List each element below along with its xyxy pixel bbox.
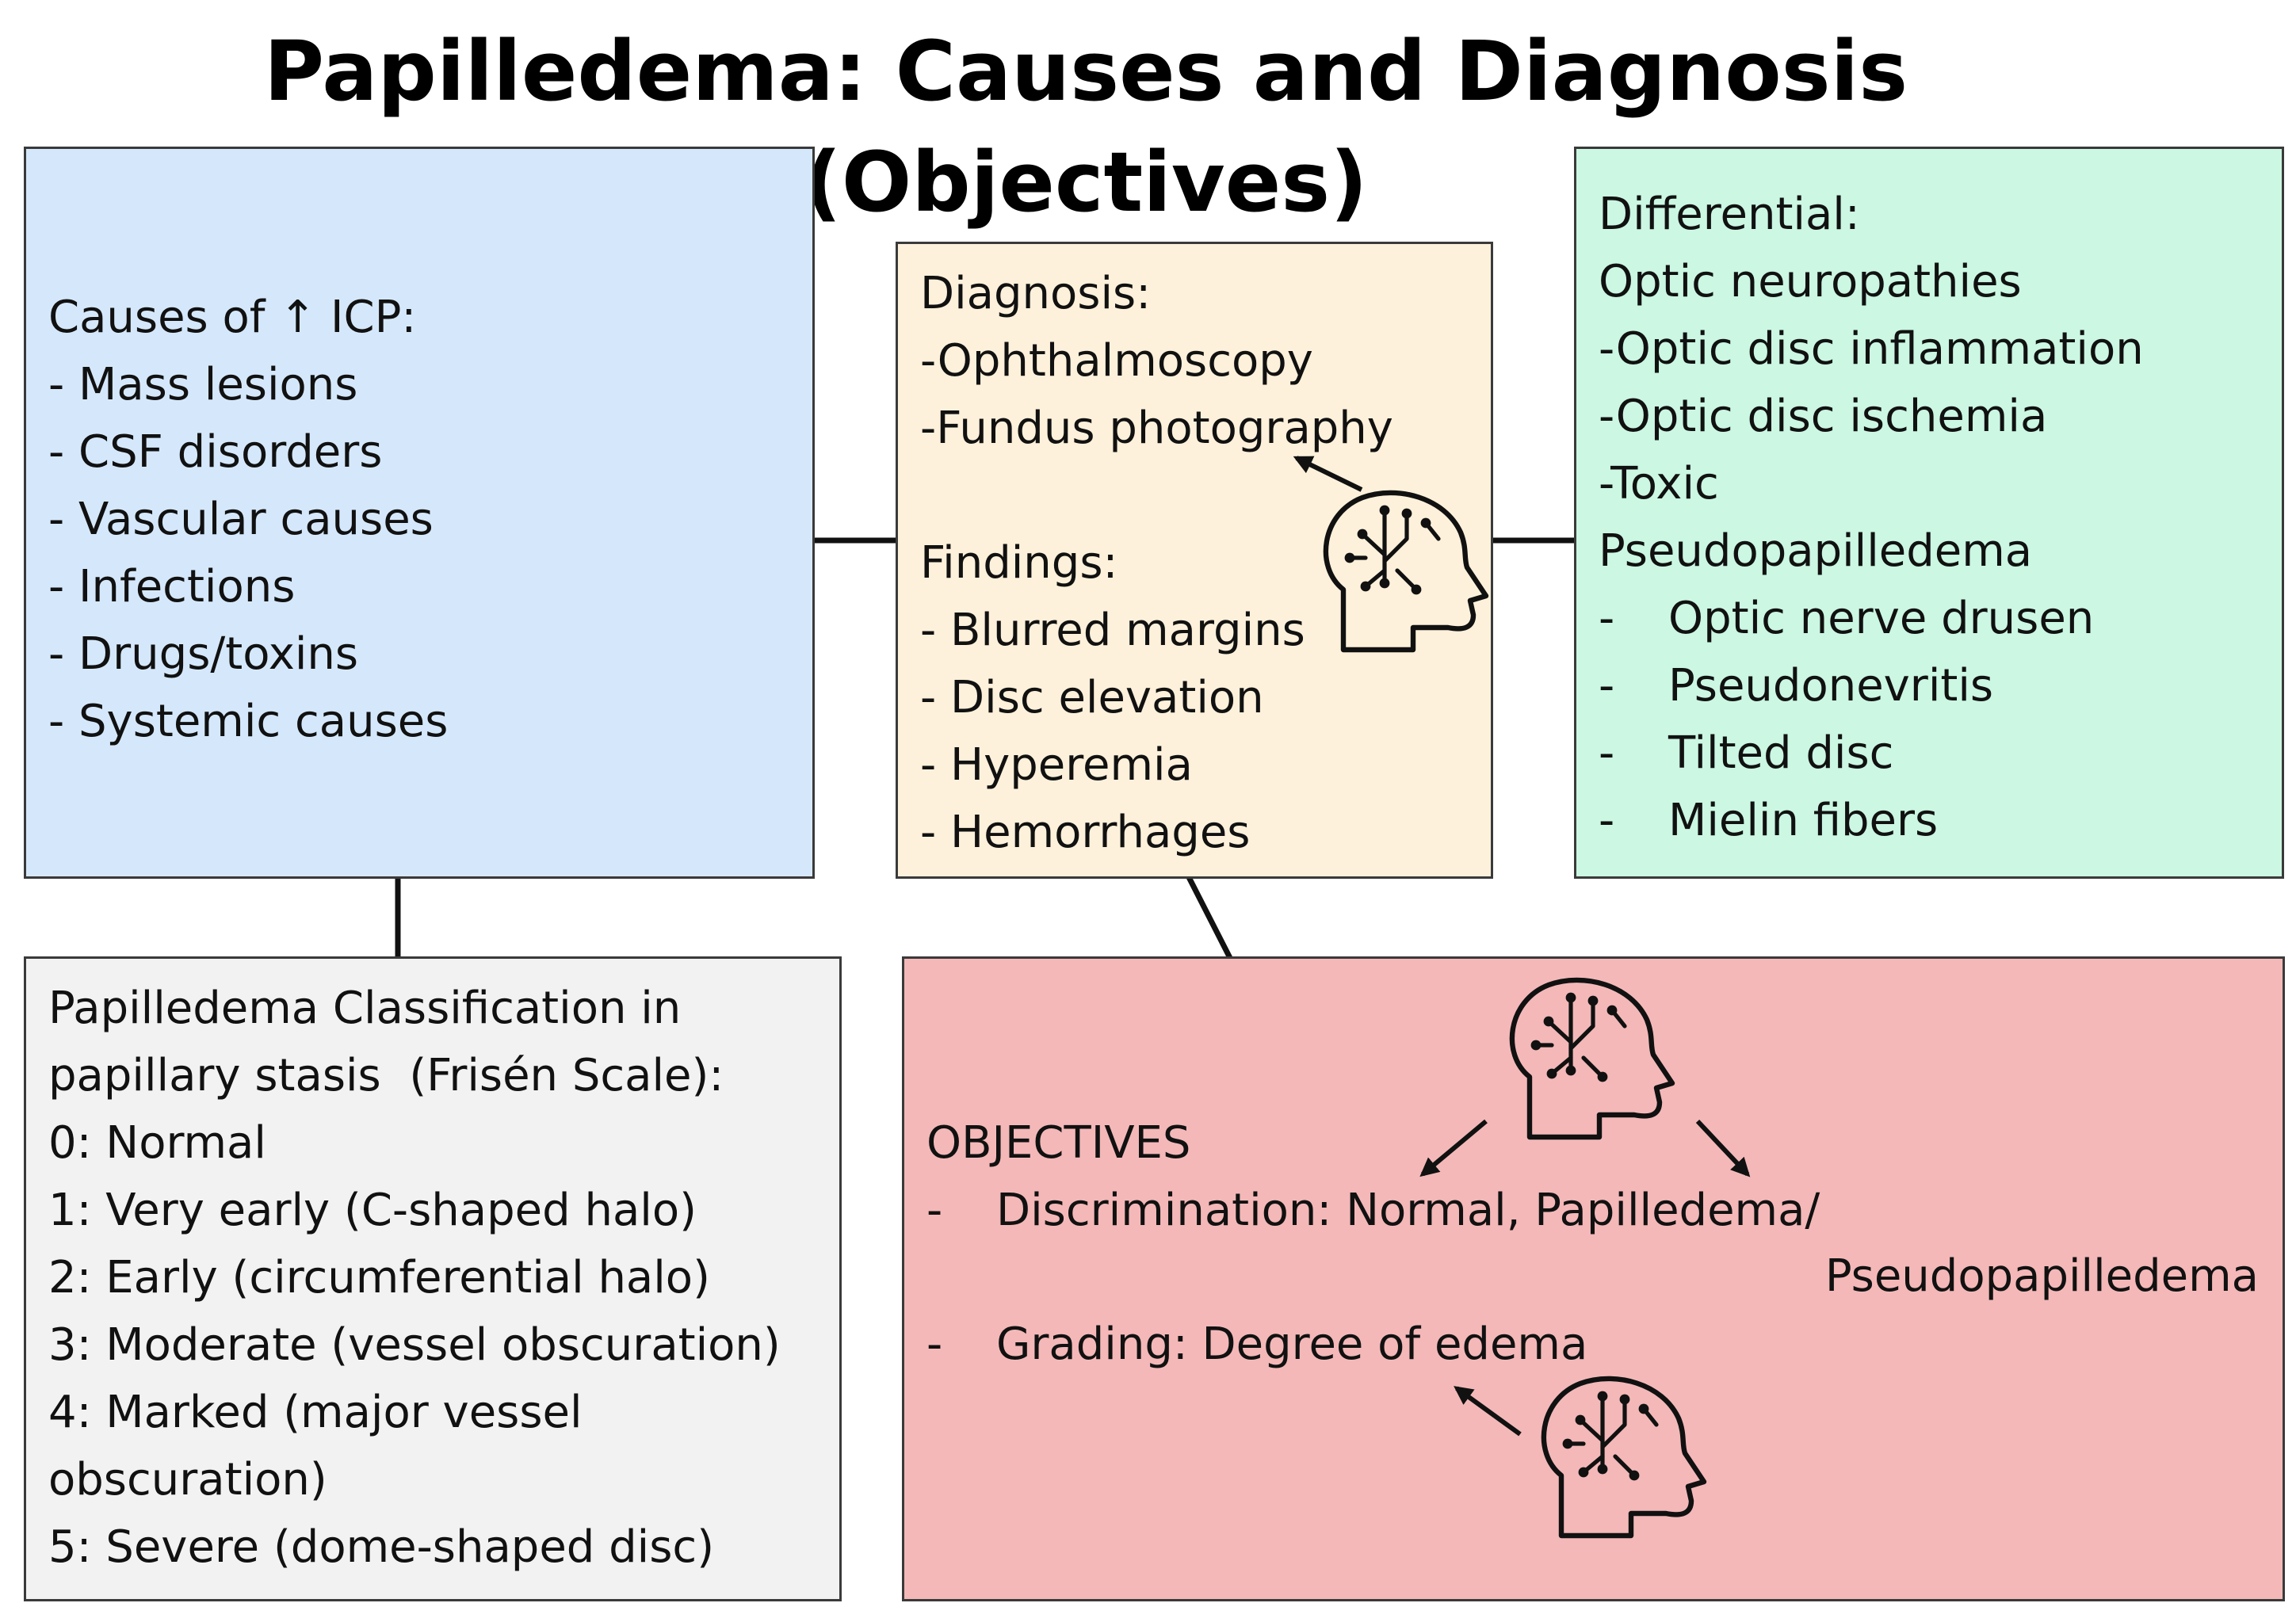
bullet-dash: -	[926, 1319, 943, 1370]
pseudo-item-label: Mielin fibers	[1668, 795, 1939, 846]
grade-item: 5: Severe (dome-shaped disc)	[48, 1521, 715, 1573]
differential-item: -Optic disc ischemia	[1599, 391, 2048, 442]
bullet-dash: -	[926, 1185, 943, 1236]
grade-item: obscuration)	[48, 1454, 327, 1506]
pseudo-item: - Tilted disc	[1599, 719, 2282, 787]
grade-item: 2: Early (circumferential halo)	[48, 1252, 710, 1303]
objective-continuation: Pseudopapilledema	[1824, 1250, 2259, 1302]
diagnosis-method: -Ophthalmoscopy	[920, 335, 1313, 387]
grade-item: 1: Very early (C-shaped halo)	[48, 1185, 697, 1236]
classification-box: Papilledema Classification in papillary …	[24, 956, 842, 1601]
arrow-icon	[1454, 1386, 1522, 1437]
causes-item: - Vascular causes	[48, 494, 434, 545]
causes-item: - Drugs/toxins	[48, 628, 359, 680]
causes-item: - CSF disorders	[48, 426, 383, 478]
finding-item: - Hyperemia	[920, 739, 1193, 791]
differential-group-optic-neuropathies: Optic neuropathies	[1599, 256, 2022, 307]
classification-heading: papillary stasis (Frisén Scale):	[48, 1050, 724, 1101]
differential-item: -Optic disc inflammation	[1599, 323, 2144, 375]
grade-item: 0: Normal	[48, 1117, 266, 1169]
causes-box: Causes of ↑ ICP: - Mass lesions - CSF di…	[24, 147, 815, 879]
objective-label: Discrimination: Normal, Papilledema/	[996, 1185, 1820, 1236]
diagnosis-method: -Fundus photography	[920, 403, 1393, 454]
pseudo-item: - Pseudonevritis	[1599, 652, 2282, 719]
differential-group-pseudopapilledema: Pseudopapilledema	[1599, 525, 2033, 577]
grade-item: 3: Moderate (vessel obscuration)	[48, 1319, 781, 1371]
diagnosis-heading: Diagnosis:	[920, 268, 1152, 319]
causes-heading: Causes of ↑ ICP:	[48, 292, 417, 343]
connector-diagnosis-objectives	[1186, 876, 1233, 960]
pseudo-item-label: Optic nerve drusen	[1668, 593, 2095, 644]
diagram-title: Papilledema: Causes and Diagnosis (Objec…	[263, 23, 1908, 231]
objectives-box: OBJECTIVES - Discrimination: Normal, Papi…	[902, 956, 2285, 1601]
pseudo-item-label: Pseudonevritis	[1668, 660, 1994, 712]
arrow-icon	[1419, 1119, 1488, 1177]
grade-item: 4: Marked (major vessel	[48, 1387, 583, 1438]
bullet-dash: -	[1599, 660, 1615, 712]
pseudo-item: - Optic nerve drusen	[1599, 585, 2282, 652]
differential-box: Differential: Optic neuropathies -Optic …	[1574, 147, 2284, 879]
finding-item: - Disc elevation	[920, 672, 1264, 723]
differential-heading: Differential:	[1599, 189, 1860, 240]
findings-heading: Findings:	[920, 537, 1118, 589]
causes-item: - Systemic causes	[48, 696, 449, 747]
arrow-icon	[1293, 456, 1363, 492]
objective-label: Grading: Degree of edema	[996, 1319, 1588, 1370]
arrow-icon	[1695, 1119, 1751, 1177]
ai-brain-icon	[1544, 1379, 1704, 1536]
causes-item: - Mass lesions	[48, 359, 358, 410]
pseudo-item-label: Tilted disc	[1668, 727, 1894, 779]
finding-item: - Hemorrhages	[920, 807, 1251, 858]
differential-item: -Toxic	[1599, 458, 1719, 509]
ai-brain-icon	[1326, 493, 1486, 650]
bullet-dash: -	[1599, 593, 1615, 644]
causes-item: - Infections	[48, 561, 296, 613]
objective-item-grading: - Grading: Degree of edema	[926, 1311, 1587, 1378]
objective-item-discrimination: - Discrimination: Normal, Papilledema/	[926, 1177, 1820, 1244]
diagnosis-box: Diagnosis: -Ophthalmoscopy -Fundus photo…	[896, 242, 1493, 879]
finding-item: - Blurred margins	[920, 605, 1305, 656]
bullet-dash: -	[1599, 795, 1615, 846]
objectives-heading: OBJECTIVES	[926, 1117, 1191, 1169]
ai-brain-icon	[1512, 980, 1672, 1137]
classification-heading: Papilledema Classification in	[48, 983, 682, 1034]
bullet-dash: -	[1599, 727, 1615, 779]
pseudo-item: - Mielin fibers	[1599, 787, 2282, 854]
